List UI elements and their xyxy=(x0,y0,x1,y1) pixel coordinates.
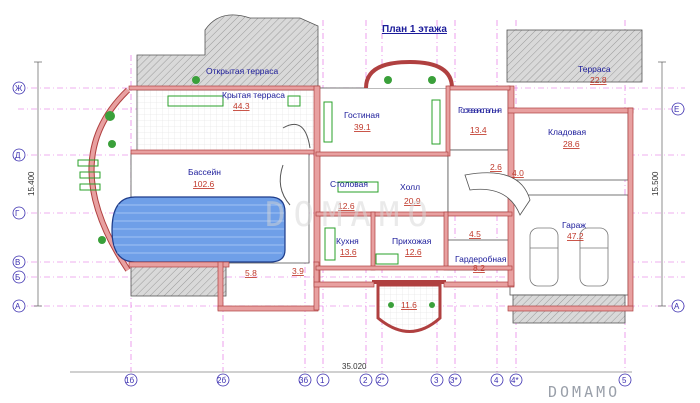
axis-marker-3: 3 xyxy=(430,373,444,387)
covered-terrace xyxy=(136,89,316,154)
svg-text:3*: 3* xyxy=(450,376,458,385)
row-axes-right: Е А xyxy=(671,102,685,313)
pool-lanes xyxy=(113,204,284,254)
room-area-entry: 12.6 xyxy=(405,247,422,257)
svg-text:2*: 2* xyxy=(377,376,385,385)
area-label-2: 4.5 xyxy=(469,229,481,239)
svg-text:2: 2 xyxy=(363,376,368,385)
svg-text:Г: Г xyxy=(15,209,20,218)
svg-text:А: А xyxy=(674,302,680,311)
furniture xyxy=(77,95,441,265)
pool-basin xyxy=(111,196,286,263)
svg-text:1б: 1б xyxy=(125,376,134,385)
small-area-labels: 2.6 4.0 4.5 5.8 3.9 11.6 xyxy=(245,162,524,310)
watermark-corner: DOMAMO xyxy=(548,383,620,401)
room-name-guest-bedroom: Гостевая спальня xyxy=(458,105,502,115)
dim-left-height: 15.400 xyxy=(27,171,36,196)
guest-bedroom xyxy=(447,87,509,151)
axis-marker-v: В xyxy=(12,255,26,269)
axis-marker-4star: 4* xyxy=(509,373,523,387)
room-name-kitchen: Кухня xyxy=(336,236,359,246)
axis-marker-a-left: А xyxy=(12,299,26,313)
room-name-living: Гостиная xyxy=(344,110,380,120)
svg-text:4: 4 xyxy=(494,376,499,385)
service-strip xyxy=(130,265,227,297)
room-area-covered-terrace: 44.3 xyxy=(233,101,250,111)
room-area-hall: 20.9 xyxy=(404,196,421,206)
axis-marker-1b: 1б xyxy=(124,373,138,387)
axis-marker-3star: 3* xyxy=(448,373,462,387)
room-name-open-terrace: Открытая терраса xyxy=(206,66,279,76)
plant-icons xyxy=(98,76,436,308)
axis-marker-b: Б xyxy=(12,270,26,284)
room-name-pool: Бассейн xyxy=(188,167,221,177)
dim-overall-width: 35.020 xyxy=(342,362,367,371)
room-name-storage: Кладовая xyxy=(548,127,586,137)
front-porch xyxy=(376,283,442,333)
svg-text:3б: 3б xyxy=(299,376,308,385)
staircase xyxy=(464,172,531,216)
room-area-pool: 102.6 xyxy=(193,179,215,189)
open-terrace xyxy=(136,14,319,91)
svg-text:2б: 2б xyxy=(217,376,226,385)
room-area-terrace: 22.8 xyxy=(590,75,607,85)
living-room xyxy=(317,87,449,157)
room-name-wardrobe: Гардеробная xyxy=(455,254,507,264)
axis-marker-zh: Ж xyxy=(12,81,26,95)
room-name-garage: Гараж xyxy=(562,220,586,230)
room-name-entry: Прихожая xyxy=(392,236,432,246)
room-area-living: 39.1 xyxy=(354,122,371,132)
dimension-lines xyxy=(34,61,666,373)
living-bay xyxy=(364,59,454,89)
garage-cars xyxy=(529,227,609,287)
plan-title: План 1 этажа xyxy=(382,24,447,35)
dim-right-height: 15.500 xyxy=(651,171,660,196)
axis-marker-g: Г xyxy=(12,206,26,220)
axis-marker-e: Е xyxy=(671,102,685,116)
axis-marker-2b: 2б xyxy=(216,373,230,387)
svg-text:А: А xyxy=(15,302,21,311)
garage xyxy=(509,194,629,296)
area-label-1: 4.0 xyxy=(512,168,524,178)
axis-marker-2: 2 xyxy=(359,373,373,387)
watermark-center: DOMAMO xyxy=(265,195,436,235)
svg-text:Ж: Ж xyxy=(15,84,23,93)
svg-text:Б: Б xyxy=(15,273,20,282)
svg-text:1: 1 xyxy=(320,376,325,385)
room-area-kitchen: 13.6 xyxy=(340,247,357,257)
svg-text:3: 3 xyxy=(434,376,439,385)
svg-text:Д: Д xyxy=(15,151,21,160)
room-area-dining: 12.6 xyxy=(338,201,355,211)
svg-text:5: 5 xyxy=(622,376,627,385)
room-area-guest-bedroom: 13.4 xyxy=(470,125,487,135)
svg-text:В: В xyxy=(15,258,20,267)
area-label-4: 3.9 xyxy=(292,266,304,276)
svg-text:Е: Е xyxy=(674,105,679,114)
room-labels: Открытая терраса Крытая терраса 44.3 Гос… xyxy=(188,64,611,273)
svg-text:4*: 4* xyxy=(511,376,519,385)
axis-marker-5: 5 xyxy=(618,373,632,387)
right-terrace xyxy=(506,29,643,83)
room-name-terrace: Терраса xyxy=(578,64,611,74)
axis-marker-1: 1 xyxy=(316,373,330,387)
row-axes-left: Ж Д Г В Б А xyxy=(12,81,26,313)
room-name-hall: Холл xyxy=(400,182,420,192)
room-name-dining: Столовая xyxy=(330,179,368,189)
hall xyxy=(317,155,449,217)
area-label-0: 2.6 xyxy=(490,162,502,172)
area-label-3: 5.8 xyxy=(245,268,257,278)
axis-marker-4: 4 xyxy=(490,373,504,387)
room-area-garage: 47.2 xyxy=(567,231,584,241)
axis-marker-a-right: А xyxy=(671,299,685,313)
column-axes: 1б 2б 3б 1 2 2* 3 3* 4 4* 5 xyxy=(124,373,632,387)
area-label-5: 11.6 xyxy=(401,300,417,310)
axis-marker-3b: 3б xyxy=(298,373,312,387)
room-area-storage: 28.6 xyxy=(563,139,580,149)
axis-marker-2star: 2* xyxy=(375,373,389,387)
axis-marker-d: Д xyxy=(12,148,26,162)
room-area-wardrobe: 8.2 xyxy=(473,263,485,273)
room-name-covered-terrace: Крытая терраса xyxy=(222,90,285,100)
